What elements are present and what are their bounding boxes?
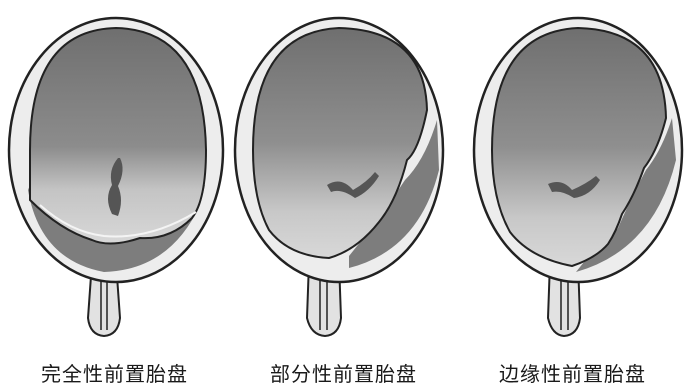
- uterus-illustration-complete: [0, 0, 229, 360]
- uterus-illustration-marginal: [458, 0, 686, 360]
- panel-partial: 部分性前置胎盘: [229, 0, 458, 391]
- caption-partial-placenta-previa: 部分性前置胎盘: [229, 358, 458, 387]
- caption-complete-placenta-previa: 完全性前置胎盘: [0, 358, 229, 387]
- caption-marginal-placenta-previa: 边缘性前置胎盘: [458, 358, 686, 387]
- uterus-illustration-partial: [229, 0, 458, 360]
- panel-marginal: 边缘性前置胎盘: [458, 0, 686, 391]
- panel-complete: 完全性前置胎盘: [0, 0, 229, 391]
